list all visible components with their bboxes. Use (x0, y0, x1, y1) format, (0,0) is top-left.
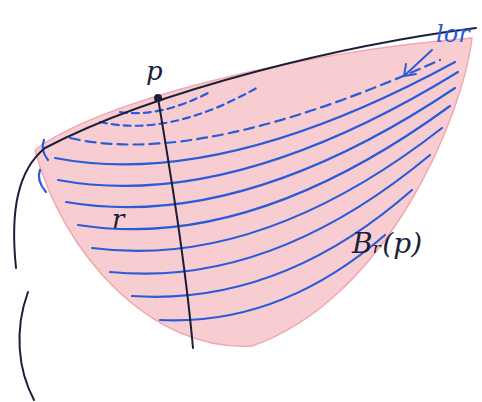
center-point (154, 94, 162, 102)
radius-label: r (112, 206, 124, 232)
surface-outline (14, 28, 476, 268)
surface-outline (19, 292, 34, 400)
point-label: p (146, 58, 163, 84)
ball-region (35, 38, 472, 346)
note-label: lor (436, 22, 470, 46)
radius-geodesic (158, 98, 193, 348)
level-curves (39, 60, 458, 320)
pointer-arrow (404, 50, 432, 76)
ball-label: Bᵣ(p) (352, 230, 422, 258)
